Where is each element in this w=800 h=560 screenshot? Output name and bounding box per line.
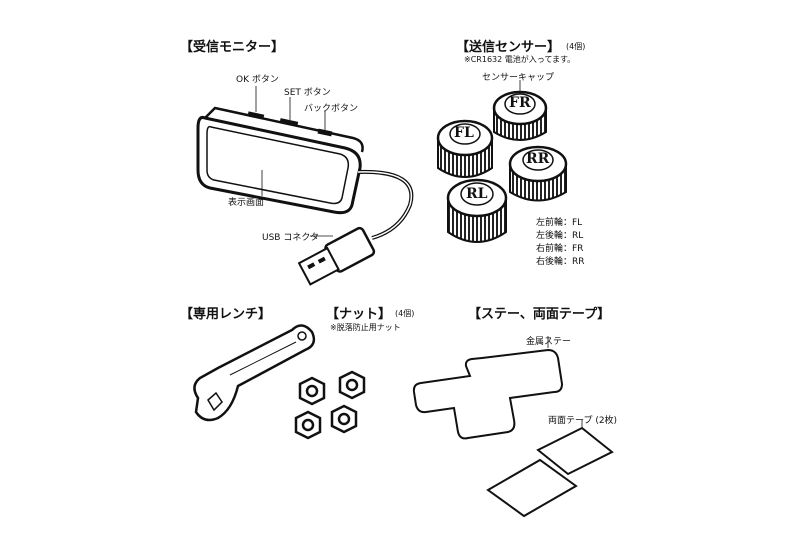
wrench-heading: 【専用レンチ】 — [180, 307, 272, 322]
ok-button-label: OK ボタン — [236, 75, 279, 85]
sensor-cap-label: センサーキャップ — [482, 73, 555, 83]
display-label: 表示画面 — [228, 198, 265, 208]
legend-fr: 右前輪：FR — [536, 244, 584, 254]
legend-fl: 左前輪：FL — [536, 218, 583, 228]
usb-label: USB コネクタ — [262, 233, 319, 243]
set-button-label: SET ボタン — [284, 88, 331, 98]
monitor-device — [196, 86, 414, 286]
nut-qty: (4個) — [395, 309, 415, 318]
sensor-fl — [436, 119, 494, 178]
monitor-heading: 【受信モニター】 — [180, 40, 285, 55]
sensor-rr — [508, 145, 568, 202]
wrench — [193, 324, 316, 422]
back-button-label: バックボタン — [304, 104, 359, 114]
sensor-heading: 【送信センサー】 — [456, 40, 561, 55]
nuts — [294, 370, 366, 440]
stay-heading: 【ステー、両面テープ】 — [468, 307, 611, 322]
nut-note: ※脱落防止用ナット — [330, 323, 401, 332]
sensor-qty: (4個) — [566, 42, 586, 51]
sensor-fr — [492, 90, 548, 141]
cap-label-rl: RL — [466, 186, 488, 202]
cap-label-rr: RR — [526, 151, 550, 167]
sensor-caps — [436, 80, 568, 243]
legend-rr: 右後輪：RR — [536, 257, 585, 267]
sensor-note: ※CR1632 電池が入ってます。 — [464, 55, 576, 64]
cap-label-fl: FL — [454, 125, 474, 141]
tape-sheets — [486, 420, 614, 518]
sensor-rl — [446, 178, 508, 243]
nut-heading: 【ナット】 — [326, 307, 392, 322]
tape-label: 両面テープ (2枚) — [548, 416, 618, 426]
legend-rl: 左後輪：RL — [536, 231, 584, 241]
metal-stay — [412, 336, 564, 440]
metal-stay-label: 金属ステー — [526, 337, 572, 347]
cap-label-fr: FR — [509, 95, 531, 111]
